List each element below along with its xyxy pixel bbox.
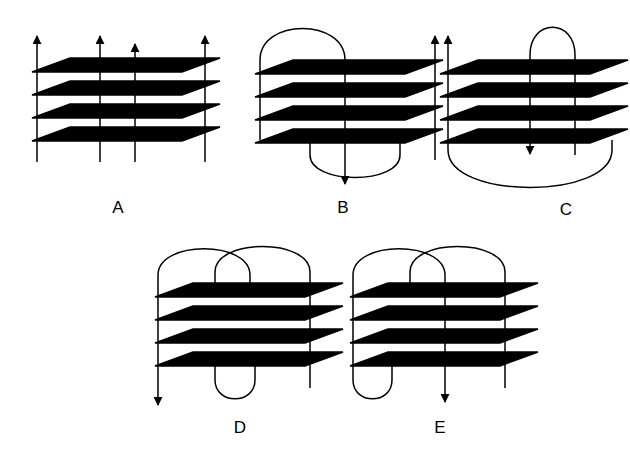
panel-e-quadruplex bbox=[350, 247, 538, 403]
strand-loop bbox=[530, 27, 575, 155]
g-quartet-plane bbox=[32, 81, 220, 95]
strand-loop bbox=[215, 247, 310, 389]
panel-d-quadruplex bbox=[155, 247, 343, 406]
g-quartet-plane bbox=[255, 106, 443, 120]
g-quartet-plane bbox=[255, 60, 443, 74]
strand-loop bbox=[410, 247, 505, 389]
g-quartet-plane bbox=[32, 104, 220, 118]
g-quartet-plane bbox=[350, 329, 538, 343]
g-quartet-plane bbox=[440, 129, 628, 143]
g-quartet-plane bbox=[440, 60, 628, 74]
panel-a-quadruplex bbox=[32, 36, 220, 162]
panel-letter: E bbox=[434, 418, 445, 438]
strand bbox=[134, 44, 136, 162]
strand-loop bbox=[158, 249, 250, 405]
g-quartet-plane bbox=[440, 106, 628, 120]
panel-c-quadruplex bbox=[440, 27, 628, 187]
g-quartet-plane bbox=[255, 129, 443, 143]
strand bbox=[36, 36, 38, 162]
strand bbox=[99, 36, 101, 162]
g-quartet-plane bbox=[155, 306, 343, 320]
strand bbox=[204, 36, 206, 162]
g-quartet-plane bbox=[350, 306, 538, 320]
strand bbox=[434, 36, 436, 160]
g-quartet-plane bbox=[32, 127, 220, 141]
g-quartet-plane bbox=[32, 58, 220, 72]
strand-loop bbox=[353, 249, 445, 402]
g-quartet-plane bbox=[155, 352, 343, 366]
panel-letter: C bbox=[560, 200, 572, 220]
strand-loop bbox=[215, 360, 255, 399]
panel-b-quadruplex bbox=[255, 29, 443, 185]
g-quartet-plane bbox=[440, 83, 628, 97]
g-quartet-plane bbox=[350, 283, 538, 297]
g-quartet-plane bbox=[155, 283, 343, 297]
panel-letter: D bbox=[234, 418, 246, 438]
g-quartet-plane bbox=[350, 352, 538, 366]
panel-letter: A bbox=[112, 198, 123, 218]
panel-letter: B bbox=[337, 198, 348, 218]
g-quartet-plane bbox=[255, 83, 443, 97]
g-quartet-plane bbox=[155, 329, 343, 343]
strand-loop bbox=[310, 130, 400, 178]
strand-loop bbox=[260, 29, 345, 185]
